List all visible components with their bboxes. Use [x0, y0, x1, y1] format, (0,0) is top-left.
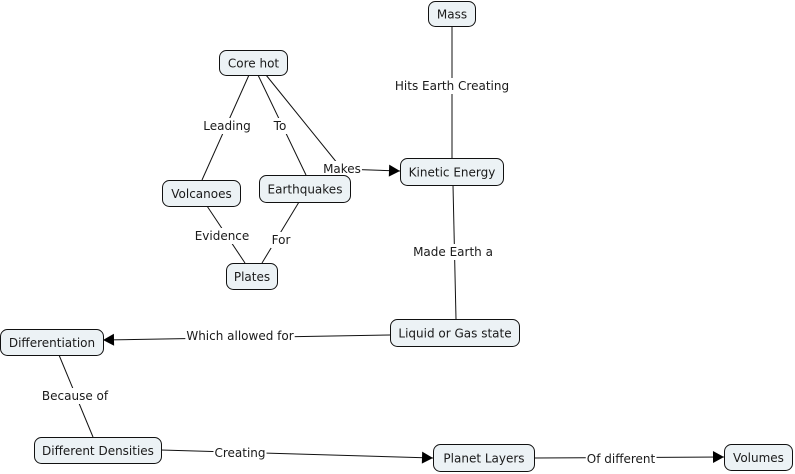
concept-label: Core hot	[228, 57, 280, 71]
concept-box	[34, 437, 162, 464]
link-label-background	[585, 451, 657, 467]
link-label-background	[202, 118, 252, 134]
concept-label: Volumes	[733, 451, 784, 465]
concept-kinetic-energy[interactable]: Kinetic Energy	[400, 158, 504, 186]
link-label-background	[412, 244, 494, 260]
concept-liquid-gas[interactable]: Liquid or Gas state	[390, 319, 520, 347]
concept-box	[219, 50, 288, 76]
link-core-hot-to-earthquakes[interactable]: To	[257, 74, 307, 176]
concept-box	[226, 263, 278, 290]
concept-different-densities[interactable]: Different Densities	[34, 437, 162, 464]
arrowhead-icon	[388, 164, 400, 177]
concept-box	[0, 329, 104, 356]
arrowhead-icon	[421, 451, 433, 464]
link-mass-to-kinetic-energy[interactable]: Hits Earth Creating	[393, 26, 511, 158]
link-core-hot-to-kinetic-energy[interactable]: Makes	[265, 74, 401, 177]
link-label: Because of	[42, 389, 109, 403]
link-label: Made Earth a	[413, 245, 493, 259]
link-label-background	[393, 78, 511, 94]
concept-differentiation[interactable]: Differentiation	[0, 329, 104, 356]
concept-box	[259, 175, 351, 203]
link-core-hot-to-volcanoes[interactable]: Leading	[201, 74, 252, 181]
concept-volcanoes[interactable]: Volcanoes	[162, 180, 241, 207]
concept-box	[428, 1, 476, 27]
concept-label: Plates	[234, 270, 270, 284]
link-differentiation-to-different-densities[interactable]: Because of	[40, 354, 110, 438]
concept-box	[724, 444, 793, 471]
link-label: Of different	[587, 452, 656, 466]
link-volcanoes-to-plates[interactable]: Evidence	[193, 205, 251, 264]
link-label: Evidence	[195, 229, 250, 243]
link-label: Makes	[323, 162, 361, 176]
concept-box	[162, 180, 241, 207]
concept-box	[390, 319, 520, 347]
concept-label: Differentiation	[9, 336, 95, 350]
concept-label: Earthquakes	[268, 183, 343, 197]
concept-label: Different Densities	[42, 444, 154, 458]
concept-planet-layers[interactable]: Planet Layers	[433, 444, 535, 472]
link-different-densities-to-planet-layers[interactable]: Creating	[160, 445, 434, 464]
link-label-background	[40, 388, 110, 404]
link-label-background	[322, 161, 362, 177]
link-label-background	[193, 228, 251, 244]
concept-box	[400, 158, 504, 186]
concept-label: Planet Layers	[443, 452, 524, 466]
link-label: Leading	[203, 119, 250, 133]
link-label: Hits Earth Creating	[395, 79, 509, 93]
concept-volumes[interactable]: Volumes	[724, 444, 793, 471]
link-earthquakes-to-plates[interactable]: For	[261, 201, 300, 264]
link-label-background	[185, 328, 295, 344]
link-label: To	[273, 119, 287, 133]
link-line	[160, 449, 434, 459]
concept-core-hot[interactable]: Core hot	[219, 50, 288, 76]
concept-label: Volcanoes	[171, 187, 232, 201]
concept-box	[433, 444, 535, 472]
link-label-background	[270, 232, 292, 248]
link-label-background	[213, 445, 267, 461]
link-label: Creating	[214, 446, 265, 460]
concept-label: Mass	[437, 8, 467, 22]
concept-mass[interactable]: Mass	[428, 1, 476, 27]
link-label-background	[271, 118, 288, 134]
arrowhead-icon	[712, 451, 724, 464]
link-label: For	[272, 233, 291, 247]
link-liquid-gas-to-differentiation[interactable]: Which allowed for	[102, 328, 391, 346]
concept-plates[interactable]: Plates	[226, 263, 278, 290]
concept-earthquakes[interactable]: Earthquakes	[259, 175, 351, 203]
arrowhead-icon	[103, 333, 115, 346]
concept-label: Liquid or Gas state	[398, 327, 511, 341]
link-kinetic-energy-to-liquid-gas[interactable]: Made Earth a	[412, 184, 494, 320]
link-planet-layers-to-volumes[interactable]: Of different	[533, 451, 725, 467]
concept-label: Kinetic Energy	[409, 166, 496, 180]
link-label: Which allowed for	[186, 329, 293, 343]
